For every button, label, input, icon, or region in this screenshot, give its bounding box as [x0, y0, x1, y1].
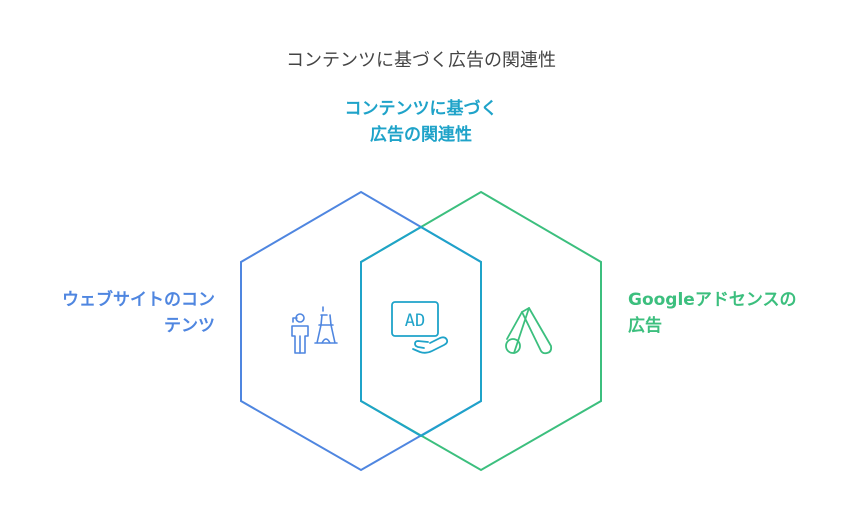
- right-set-label: Googleアドセンスの 広告: [628, 287, 828, 339]
- left-set-label-line2: テンツ: [164, 316, 215, 336]
- page-title: コンテンツに基づく広告の関連性: [286, 50, 556, 71]
- right-set-label-line1: Googleアドセンスの: [628, 290, 797, 310]
- overlap-label-line2: 広告の関連性: [370, 125, 472, 145]
- ad-badge-text: AD: [405, 311, 425, 331]
- overlap-label: コンテンツに基づく 広告の関連性: [271, 96, 571, 148]
- tourist-eiffel-tower-icon: [291, 306, 338, 354]
- ad-click-cursor-icon: [391, 301, 449, 354]
- left-set-label-line1: ウェブサイトのコン: [62, 290, 215, 310]
- left-set-label: ウェブサイトのコン テンツ: [20, 287, 215, 339]
- overlap-label-line1: コンテンツに基づく: [344, 99, 498, 119]
- overlap-hexagon: [360, 225, 482, 438]
- google-ads-logo-icon: [505, 307, 553, 355]
- right-set-label-line2: 広告: [628, 316, 662, 336]
